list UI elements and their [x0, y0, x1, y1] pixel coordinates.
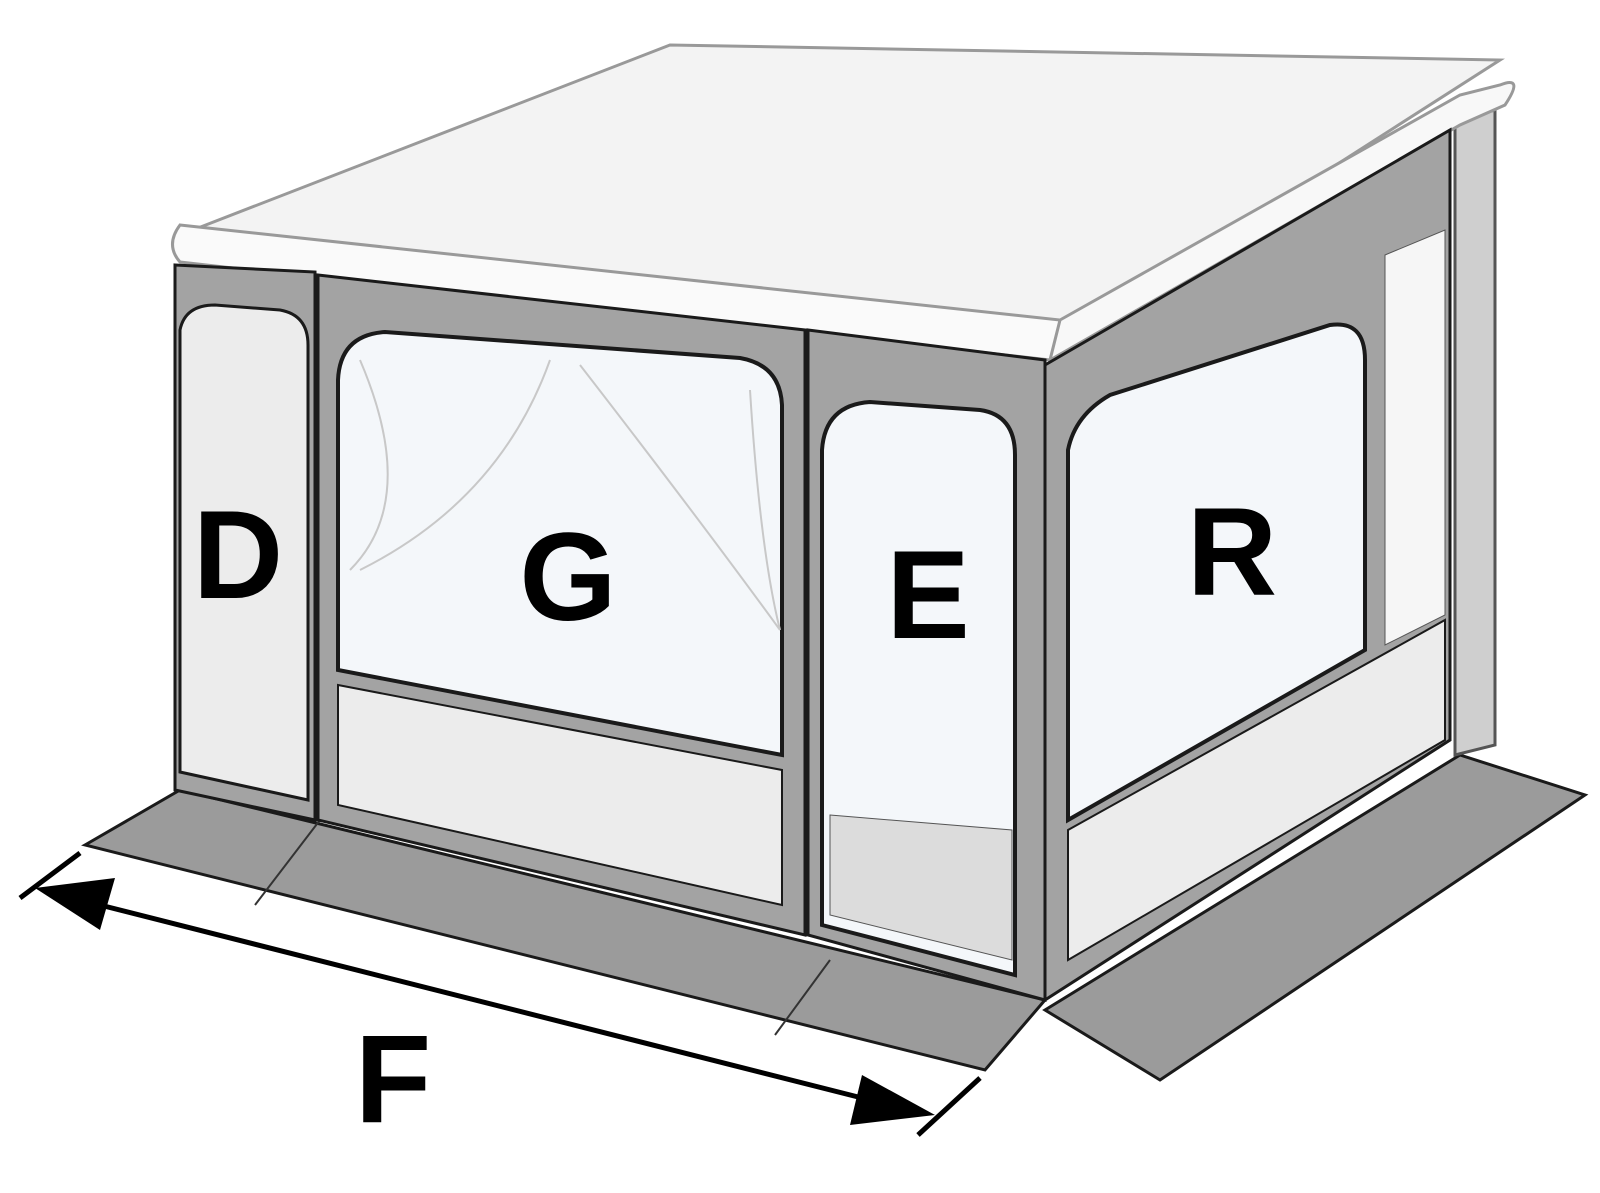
side-roller [1047, 81, 1516, 364]
panel-g-window [336, 329, 784, 758]
dimension-arrow-f [18, 851, 982, 1137]
panel-r-window [1066, 322, 1367, 824]
side-floor-mat [1042, 753, 1589, 1082]
label-d: D [193, 486, 283, 625]
panel-g-lower [337, 683, 783, 907]
label-g: G [519, 508, 616, 647]
label-f: F [355, 1010, 431, 1149]
label-e: E [886, 526, 969, 665]
panel-d-window [178, 303, 310, 802]
support-pole [1453, 108, 1497, 757]
label-r: R [1187, 483, 1277, 622]
